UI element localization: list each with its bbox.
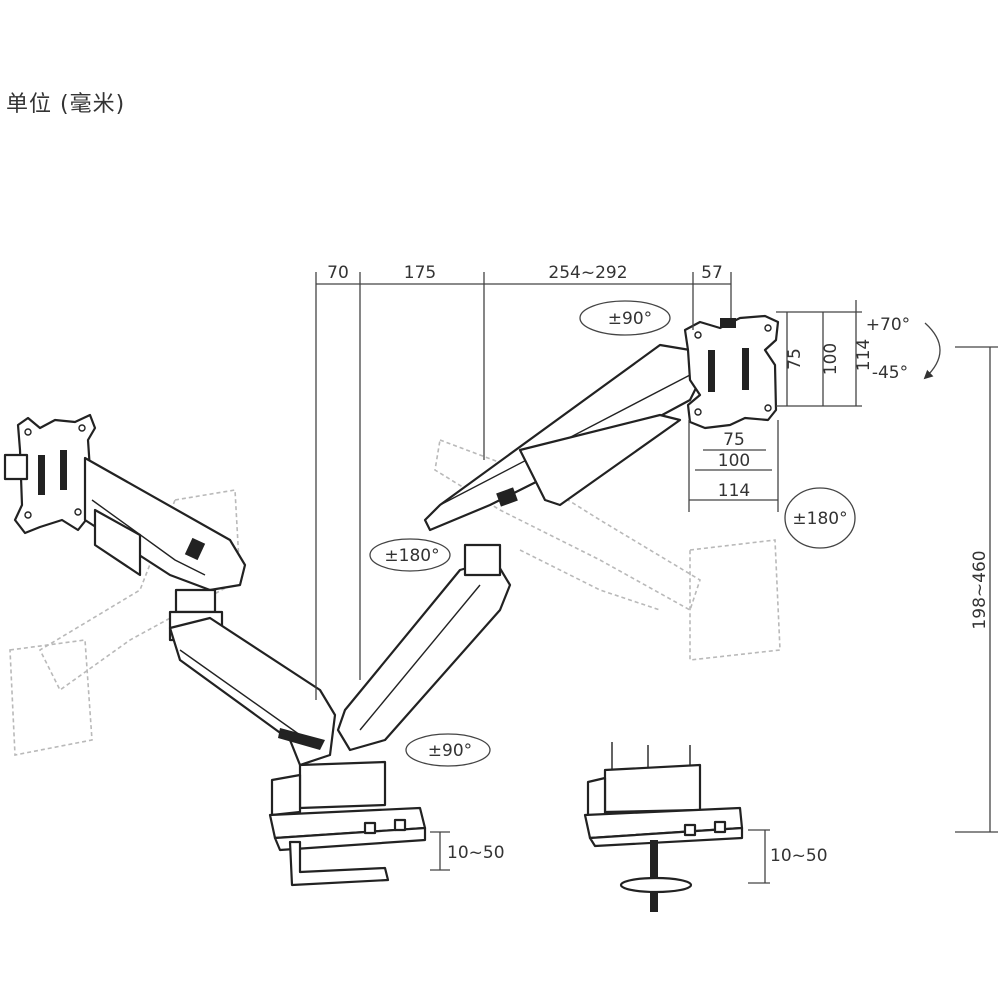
rotate-plate-label: ±180° (792, 509, 847, 529)
right-lower-arm (336, 558, 512, 752)
rotate-plate-arrow (784, 487, 856, 549)
dim-70-label: 70 (327, 263, 349, 283)
dim-175-label: 175 (404, 263, 436, 283)
left-clamp-bracket (288, 840, 390, 887)
ghost-positions (9, 438, 781, 756)
vesa-v-114-label: 114 (854, 339, 874, 371)
rotation-arrows (369, 300, 941, 767)
vesa-h-100-label: 100 (718, 451, 750, 471)
height-range-label: 198~460 (970, 550, 990, 629)
clamp-right-range-label: 10~50 (770, 846, 828, 866)
dim-57-label: 57 (701, 263, 723, 283)
vesa-h-75-label: 75 (723, 430, 745, 450)
right-vesa-plate (683, 314, 780, 430)
rotate-base-label: ±90° (428, 741, 472, 761)
vesa-v-75-label: 75 (785, 348, 805, 370)
dimension-lines (315, 272, 998, 884)
swivel-head-arrow (579, 300, 671, 336)
left-base-clamp (268, 760, 427, 887)
vesa-h-114-label: 114 (718, 481, 750, 501)
dim-254-292-label: 254~292 (548, 263, 627, 283)
clamp-left-range-label: 10~50 (447, 843, 505, 863)
rotate-arm-mid-label: ±180° (384, 546, 439, 566)
tilt-arrow (923, 322, 941, 380)
unit-label: 单位 (毫米) (6, 92, 126, 117)
left-arm-assembly (3, 413, 337, 767)
right-base-grommet (583, 742, 744, 912)
rotate-base-arrow (405, 733, 491, 767)
rotate-arm-mid-arrow (369, 538, 451, 572)
tilt-down-label: -45° (872, 363, 908, 383)
swivel-head-label: ±90° (608, 309, 652, 329)
grommet-rod (650, 840, 658, 912)
right-arm-assembly (336, 314, 780, 752)
tilt-up-label: +70° (866, 315, 910, 335)
left-lower-arm (168, 616, 337, 767)
right-upper-arm (423, 343, 702, 532)
vesa-v-100-label: 100 (821, 343, 841, 375)
